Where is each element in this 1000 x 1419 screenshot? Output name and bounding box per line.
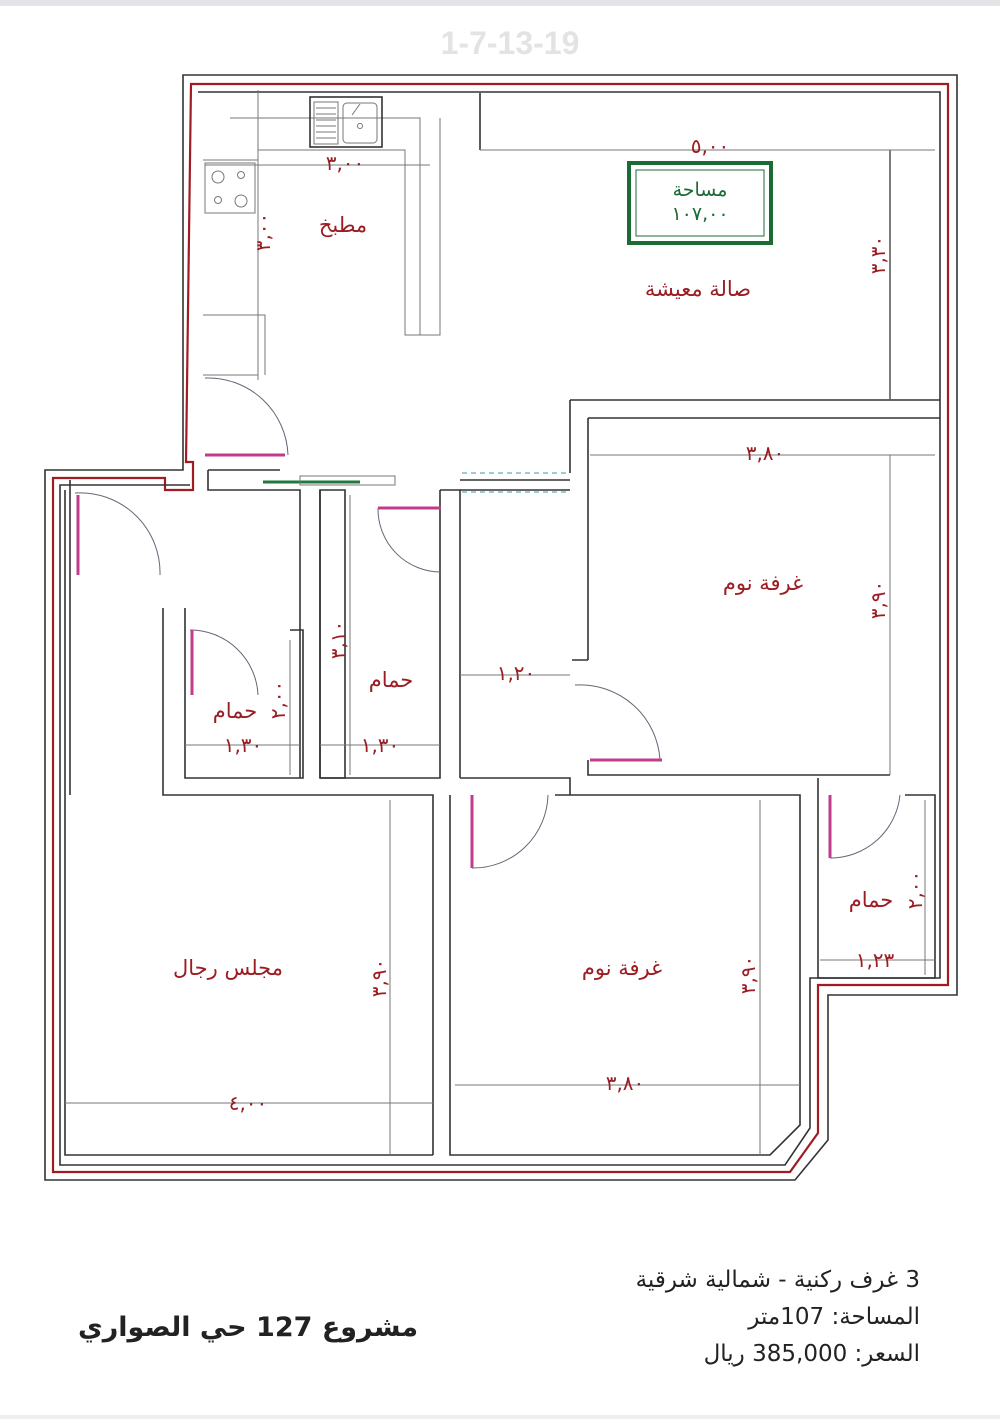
interior-walls bbox=[64, 93, 940, 1156]
area-label: مساحة bbox=[673, 179, 728, 201]
kitchen-counters bbox=[203, 117, 441, 376]
dim-kitchen-width: ٣,٠٠ bbox=[326, 151, 365, 175]
room-label-bedroom-1: غرفة نوم bbox=[723, 571, 803, 595]
dim-majlis-height: ٣,٩٠ bbox=[367, 959, 391, 998]
area-value: ١٠٧,٠٠ bbox=[671, 203, 728, 225]
dim-bath1-height: ٢,٠٠ bbox=[266, 681, 290, 720]
dim-bath3-height: ٢,٠٠ bbox=[903, 871, 927, 910]
listing-info: 3 غرف ركنية - شمالية شرقية المساحة: 107م… bbox=[636, 1262, 920, 1373]
area-line: المساحة: 107متر bbox=[748, 1304, 920, 1330]
room-label-bath-2: حمام bbox=[369, 668, 414, 692]
top-bar bbox=[0, 0, 1000, 6]
dim-bath1-width: ١,٣٠ bbox=[224, 733, 263, 757]
doors bbox=[74, 377, 901, 869]
bottom-bar bbox=[0, 1415, 1000, 1419]
dim-kitchen-height: ٣,٠٠ bbox=[251, 213, 275, 252]
dim-bath3-width: ١,٢٣ bbox=[856, 948, 895, 972]
room-label-living: صالة معيشة bbox=[645, 277, 751, 301]
area-box: مساحة ١٠٧,٠٠ bbox=[627, 161, 773, 245]
plan-code: 1-7-13-19 bbox=[441, 25, 580, 61]
inner-wall-line bbox=[59, 91, 941, 1166]
outer-wall-red bbox=[51, 82, 950, 1174]
price-line: السعر: 385,000 ريال bbox=[703, 1341, 920, 1367]
dim-bedroom2-width: ٣,٨٠ bbox=[606, 1071, 645, 1095]
dim-bath2-height: ٣,١٠ bbox=[326, 621, 350, 660]
rooms-line: 3 غرف ركنية - شمالية شرقية bbox=[635, 1267, 920, 1293]
room-label-kitchen: مطبخ bbox=[319, 213, 367, 237]
room-label-bedroom-2: غرفة نوم bbox=[582, 956, 662, 980]
sink-icon bbox=[309, 96, 383, 148]
dim-living-height: ٣,٣٠ bbox=[866, 236, 890, 275]
dim-bedroom2-height: ٣,٩٠ bbox=[736, 956, 760, 995]
project-title: مشروع 127 حي الصواري bbox=[78, 1312, 419, 1343]
outer-wall bbox=[44, 74, 958, 1181]
stove-icon bbox=[204, 162, 256, 214]
room-label-majlis: مجلس رجال bbox=[173, 956, 283, 980]
dim-bath2-width: ١,٣٠ bbox=[361, 733, 400, 757]
dim-bedroom1-width: ٣,٨٠ bbox=[746, 441, 785, 465]
room-label-bath-1: حمام bbox=[213, 699, 258, 723]
dim-corridor-width: ١,٢٠ bbox=[497, 661, 536, 685]
dimension-lines bbox=[65, 90, 935, 1155]
room-label-bath-3: حمام bbox=[849, 888, 894, 912]
dim-bedroom1-height: ٣,٩٠ bbox=[866, 581, 890, 620]
dim-living-width: ٥,٠٠ bbox=[691, 134, 730, 158]
dim-majlis-width: ٤,٠٠ bbox=[229, 1091, 268, 1115]
